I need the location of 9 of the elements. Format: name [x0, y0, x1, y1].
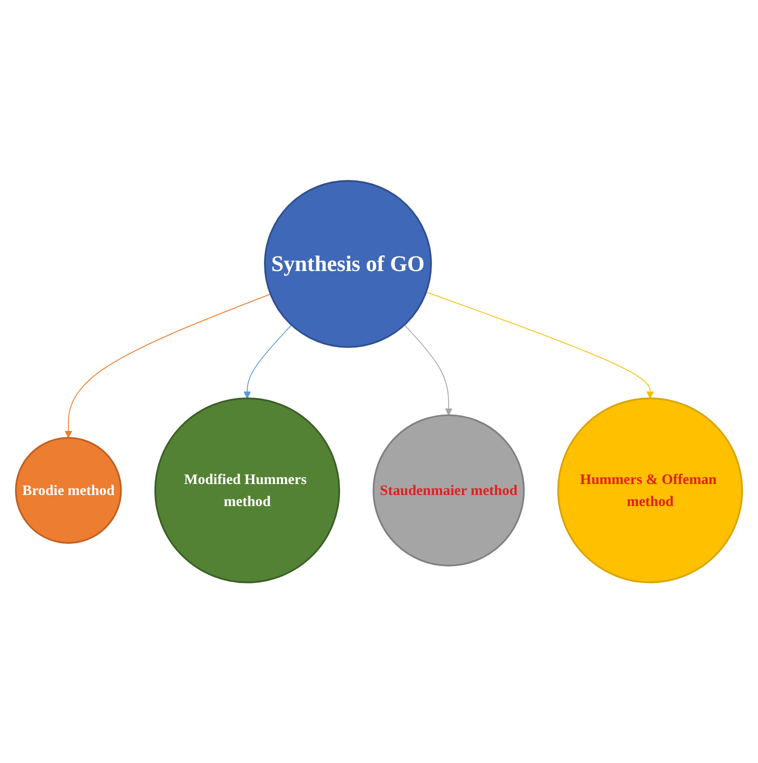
node-circle: Modified Hummers method	[154, 397, 340, 584]
node-circle: Staudenmaier method	[372, 414, 525, 566]
node-circle: Synthesis of GO	[264, 180, 432, 348]
arrow	[404, 324, 452, 416]
node-circle: Brodie method	[15, 436, 122, 544]
arrow	[243, 324, 292, 399]
arrow	[426, 292, 654, 399]
node-circle: Hummers & Offeman method	[557, 397, 743, 584]
arrow	[64, 294, 271, 438]
